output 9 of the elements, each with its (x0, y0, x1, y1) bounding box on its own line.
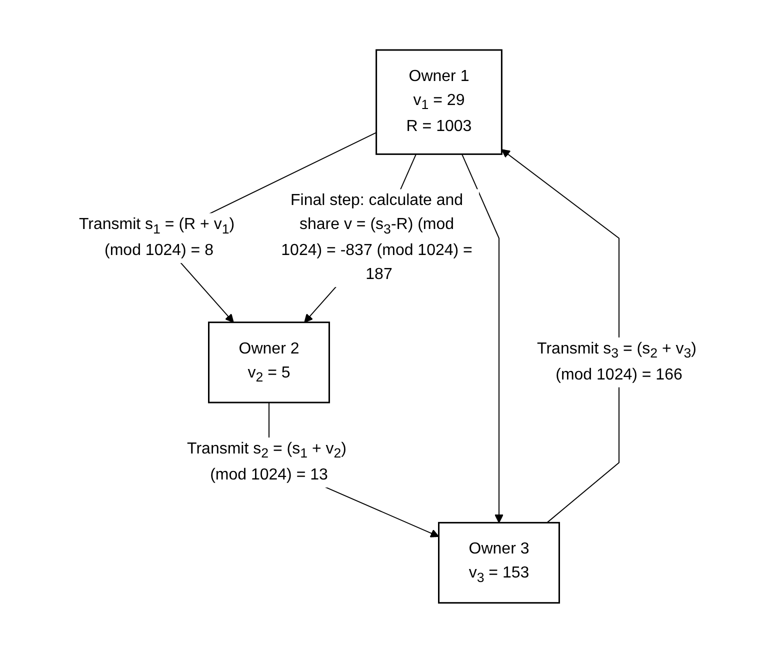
edge-label: Final step: calculate and share v = (s$_{3}$-R) (mod 1024) = -837 (mod 1024) = 187 (280, 192, 472, 283)
node-box: Owner 2 v$_{2}$ = 5 (208, 321, 330, 403)
node-box: Owner 3 v$_{3}$ = 153 (438, 522, 560, 604)
edge-label: Transmit s$_{2}$ = (s$_{1}$ + v$_{2}$) (mod 1024) = 13 (186, 440, 346, 484)
arrow (460, 153, 503, 523)
node-box: Owner 1 v$_{1}$ = 29 R = 1003 (375, 48, 502, 154)
edge-label: Transmit s$_{1}$ = (R + v$_{1}$) (mod 1024) = 8 (78, 216, 234, 259)
edge-label: Transmit s$_{3}$ = (s$_{2}$ + v$_{3}$) (mod 1024) = 166 (536, 340, 696, 384)
arrow (500, 148, 619, 523)
